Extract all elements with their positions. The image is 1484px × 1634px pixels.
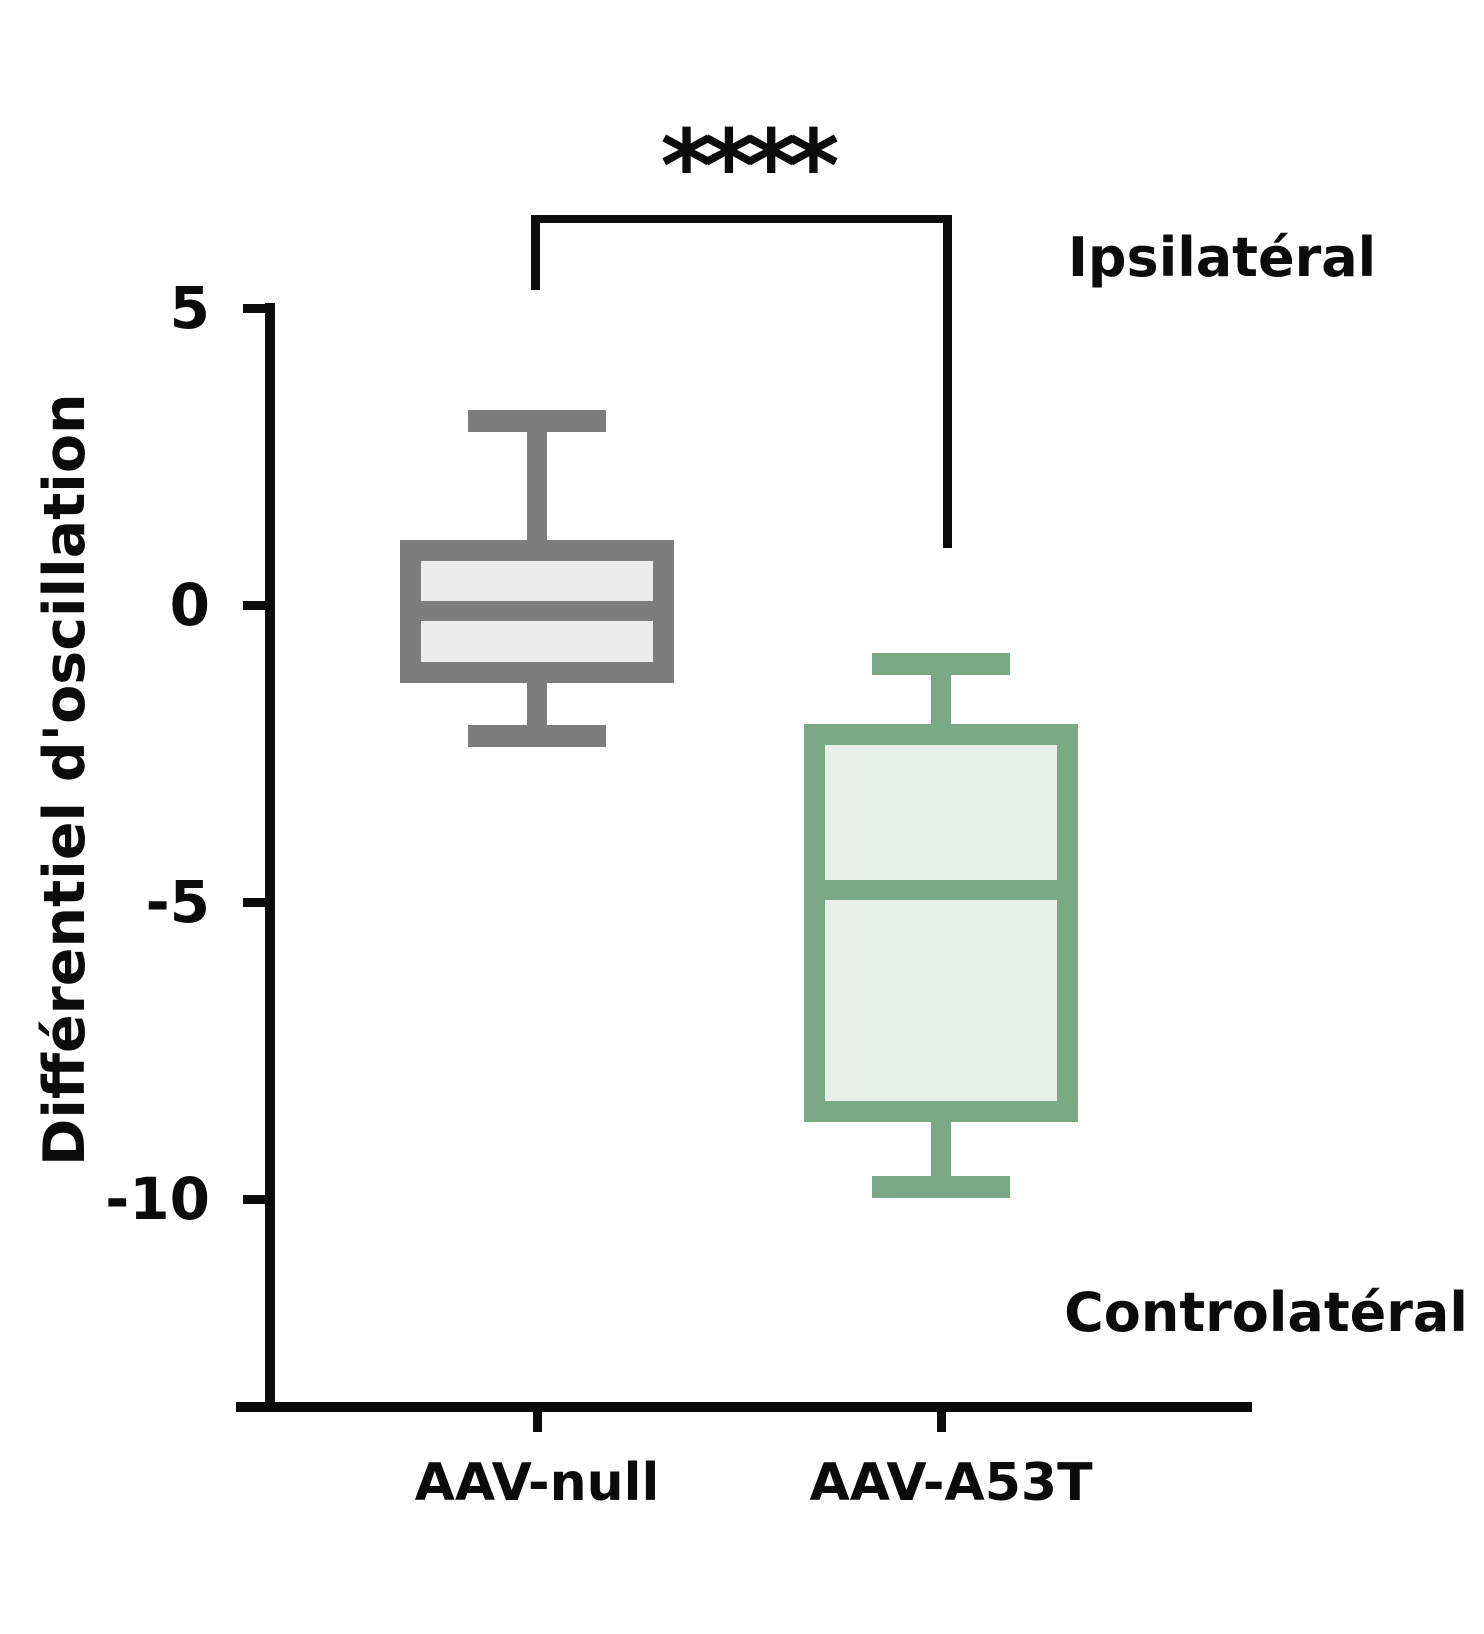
whisker-bottom-cap [872,1176,1010,1198]
box-iqr [804,724,1078,1122]
whisker-top-stem [931,664,951,727]
whisker-bottom-stem [527,678,547,735]
y-tick-label: -10 [105,1165,210,1233]
x-axis-line [236,1402,1252,1412]
category-label-aav-null: AAV-null [414,1453,660,1513]
y-tick-mark [243,898,266,907]
y-axis-line [265,303,275,1412]
whisker-bottom-cap [468,725,606,747]
y-axis-title: Différentiel d'oscillation [32,393,98,1167]
significance-bracket-right-leg [943,215,952,548]
median-line [825,880,1057,900]
whisker-top-stem [527,421,547,544]
y-tick-mark [243,304,266,313]
whisker-bottom-stem [931,1118,951,1187]
y-tick-label: -5 [145,868,210,936]
y-tick-mark [243,1195,266,1204]
y-tick-mark [243,601,266,610]
significance-bracket-bar [531,215,952,223]
significance-stars: **** [660,108,839,225]
median-line [421,601,653,621]
x-tick-mark [533,1410,542,1432]
annotation-contralateral: Controlatéral [1064,1281,1468,1344]
whisker-top-cap [872,653,1010,675]
whisker-top-cap [468,410,606,432]
y-tick-label: 0 [169,571,210,639]
significance-bracket-left-leg [531,215,540,290]
category-label-aav-a53t: AAV-A53T [809,1453,1093,1513]
y-tick-label: 5 [169,274,210,342]
x-tick-mark [937,1410,946,1432]
annotation-ipsilateral: Ipsilatéral [1067,226,1377,289]
